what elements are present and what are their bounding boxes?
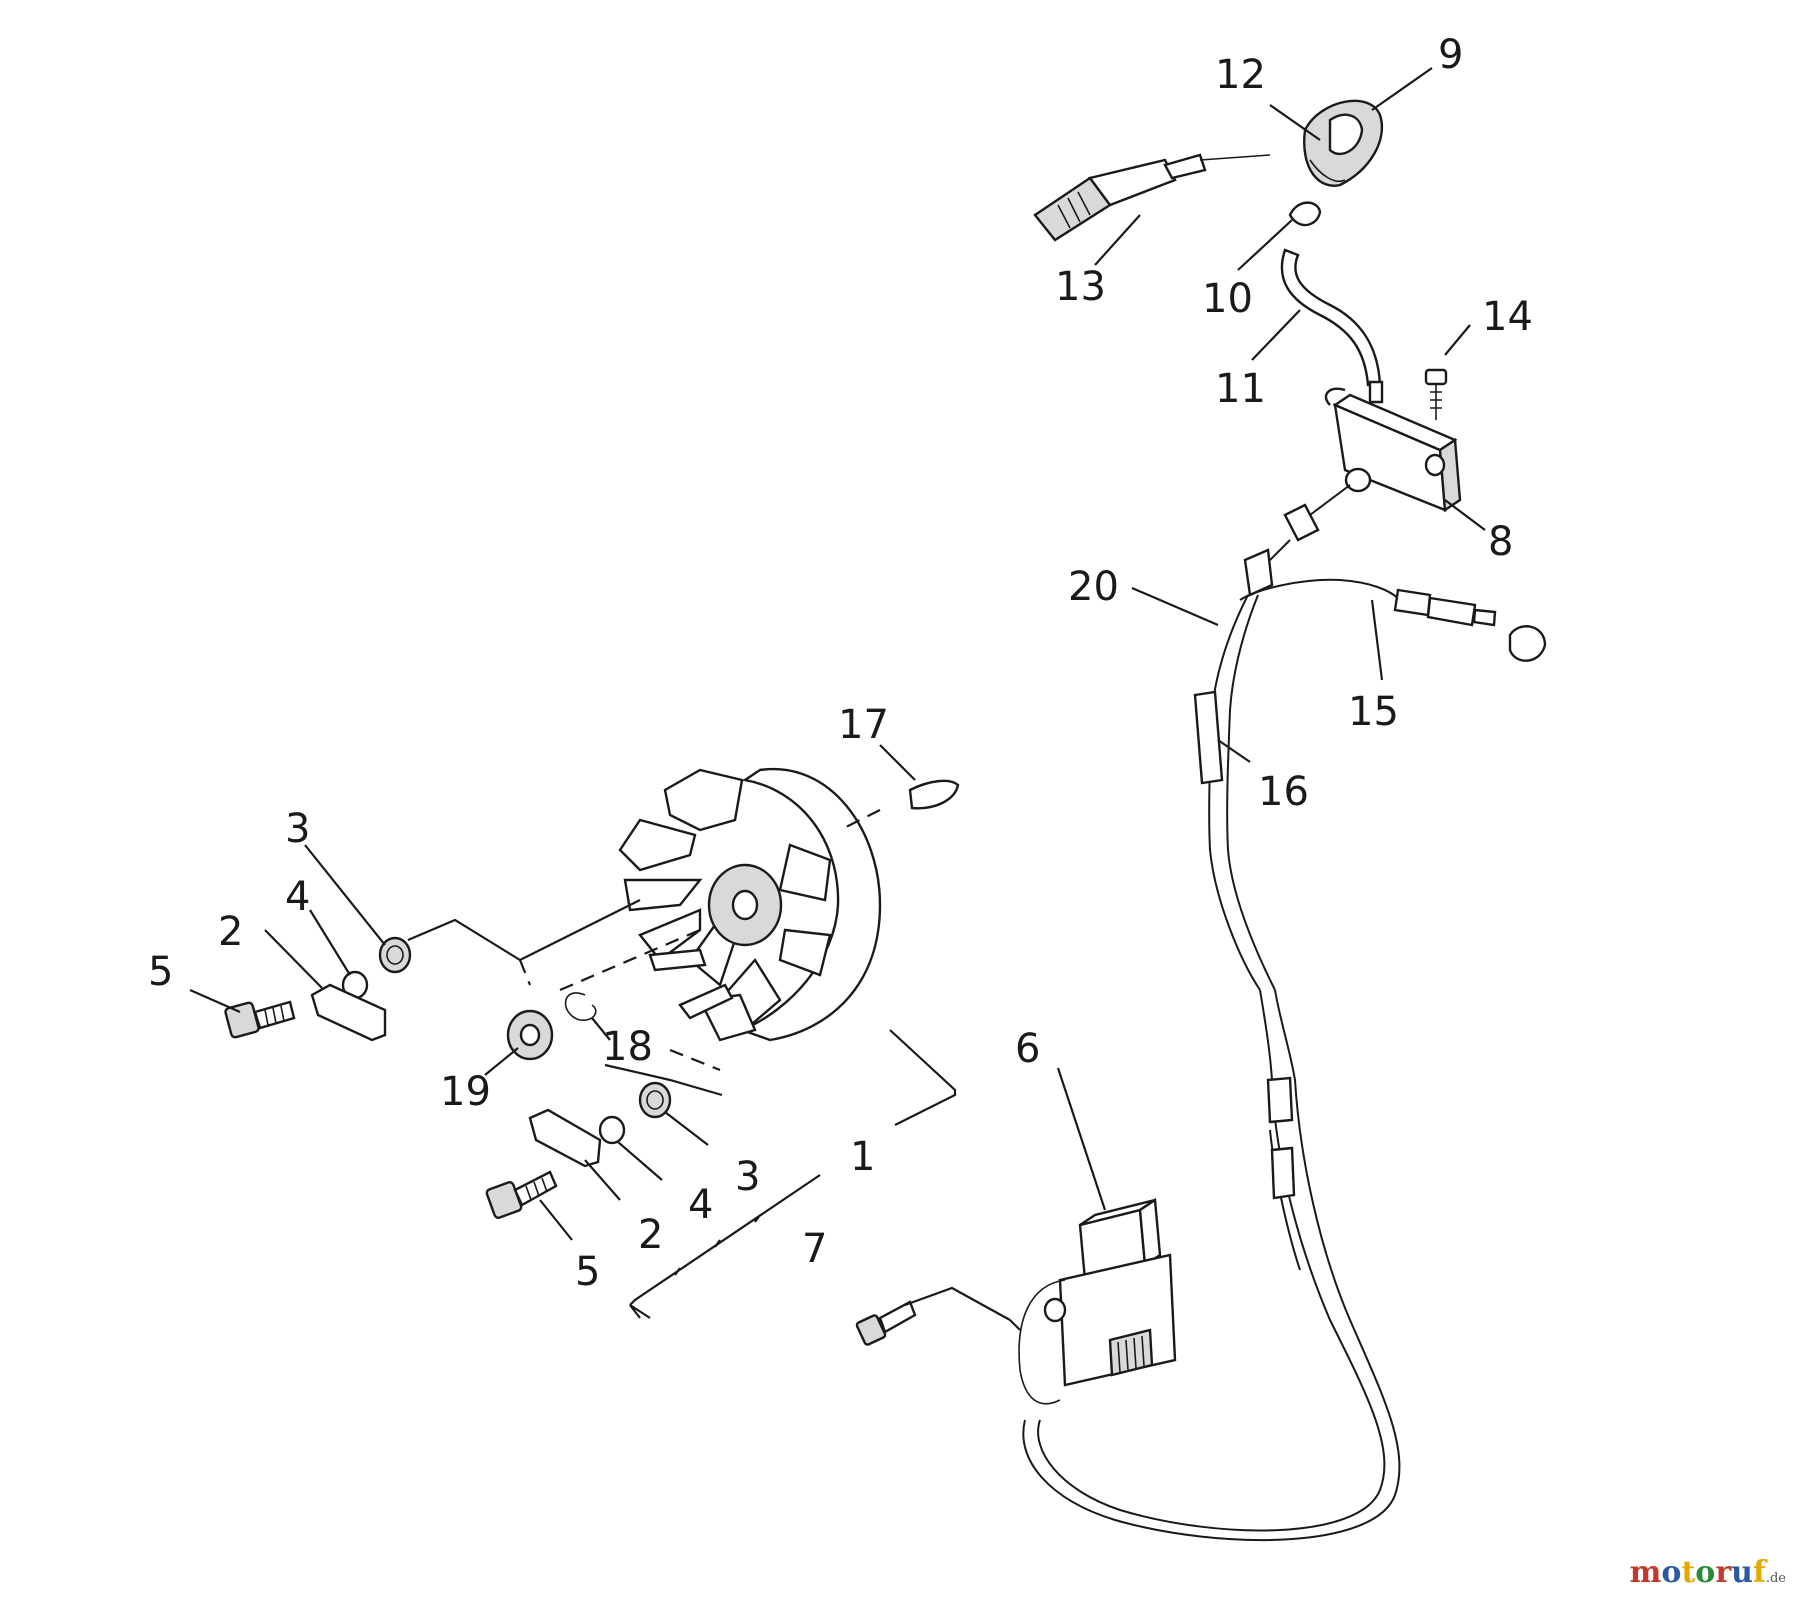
washer-lower — [598, 1115, 626, 1145]
circlip — [564, 992, 597, 1021]
callout-14: 14 — [1482, 294, 1533, 340]
callout-20: 20 — [1068, 564, 1119, 610]
spark-plug-boot — [1303, 99, 1383, 187]
flywheel-nut — [506, 1009, 554, 1061]
callout-17: 17 — [838, 702, 889, 748]
watermark-letter: o — [1661, 1555, 1682, 1590]
coil-screw — [1424, 368, 1448, 420]
callout-9: 9 — [1438, 32, 1463, 78]
wire-harness — [1022, 484, 1401, 1542]
ignition-module — [1018, 1197, 1177, 1405]
flywheel-key — [908, 779, 960, 810]
callout-3-lower: 3 — [735, 1154, 760, 1200]
watermark-logo: motoruf.de — [1630, 1555, 1786, 1590]
callout-6: 6 — [1015, 1026, 1040, 1072]
spring-upper — [378, 936, 412, 974]
watermark-letter: t — [1681, 1555, 1696, 1590]
callout-1: 1 — [850, 1134, 875, 1180]
callout-4-lower: 4 — [688, 1182, 713, 1228]
callout-2-lower: 2 — [638, 1212, 663, 1258]
flywheel — [618, 767, 882, 1042]
boot-connector — [1288, 201, 1322, 227]
spark-plug — [1033, 153, 1271, 242]
callout-19: 19 — [440, 1069, 491, 1115]
stop-switch-connector — [1393, 588, 1547, 662]
pawl-lower — [528, 1108, 602, 1168]
harness-connector-2 — [1270, 1146, 1296, 1200]
watermark-suffix: .de — [1765, 1571, 1786, 1586]
callout-10: 10 — [1202, 276, 1253, 322]
callout-4-upper: 4 — [285, 874, 310, 920]
ht-lead — [1280, 248, 1382, 387]
ignition-coil — [1324, 380, 1462, 513]
callout-7: 7 — [802, 1226, 827, 1272]
callout-8: 8 — [1488, 519, 1513, 565]
leader-lines — [189, 67, 1486, 1336]
callout-5-upper: 5 — [148, 949, 173, 995]
bolt-lower — [485, 1170, 558, 1219]
callout-16: 16 — [1258, 769, 1309, 815]
watermark-letter: o — [1695, 1555, 1716, 1590]
harness-connector — [1266, 1076, 1294, 1124]
callout-labels: 12 9 13 10 11 14 8 20 15 16 17 3 4 2 5 1… — [148, 32, 1533, 1295]
callout-11: 11 — [1215, 366, 1266, 412]
callout-13: 13 — [1055, 264, 1106, 310]
spring-lower — [638, 1081, 672, 1119]
callout-18: 18 — [602, 1024, 653, 1070]
module-screw — [855, 1300, 917, 1346]
callout-15: 15 — [1348, 689, 1399, 735]
watermark-letter: m — [1629, 1555, 1662, 1590]
watermark-letter: r — [1715, 1555, 1732, 1590]
bolt-upper — [224, 1000, 296, 1039]
callout-5-lower: 5 — [575, 1249, 600, 1295]
watermark-letter: u — [1731, 1555, 1753, 1590]
callout-3-upper: 3 — [285, 806, 310, 852]
callout-2-upper: 2 — [218, 909, 243, 955]
watermark-letter: f — [1752, 1555, 1766, 1590]
wire-sleeve — [1193, 690, 1224, 785]
pawl-upper — [310, 983, 387, 1042]
callout-12: 12 — [1215, 52, 1266, 98]
